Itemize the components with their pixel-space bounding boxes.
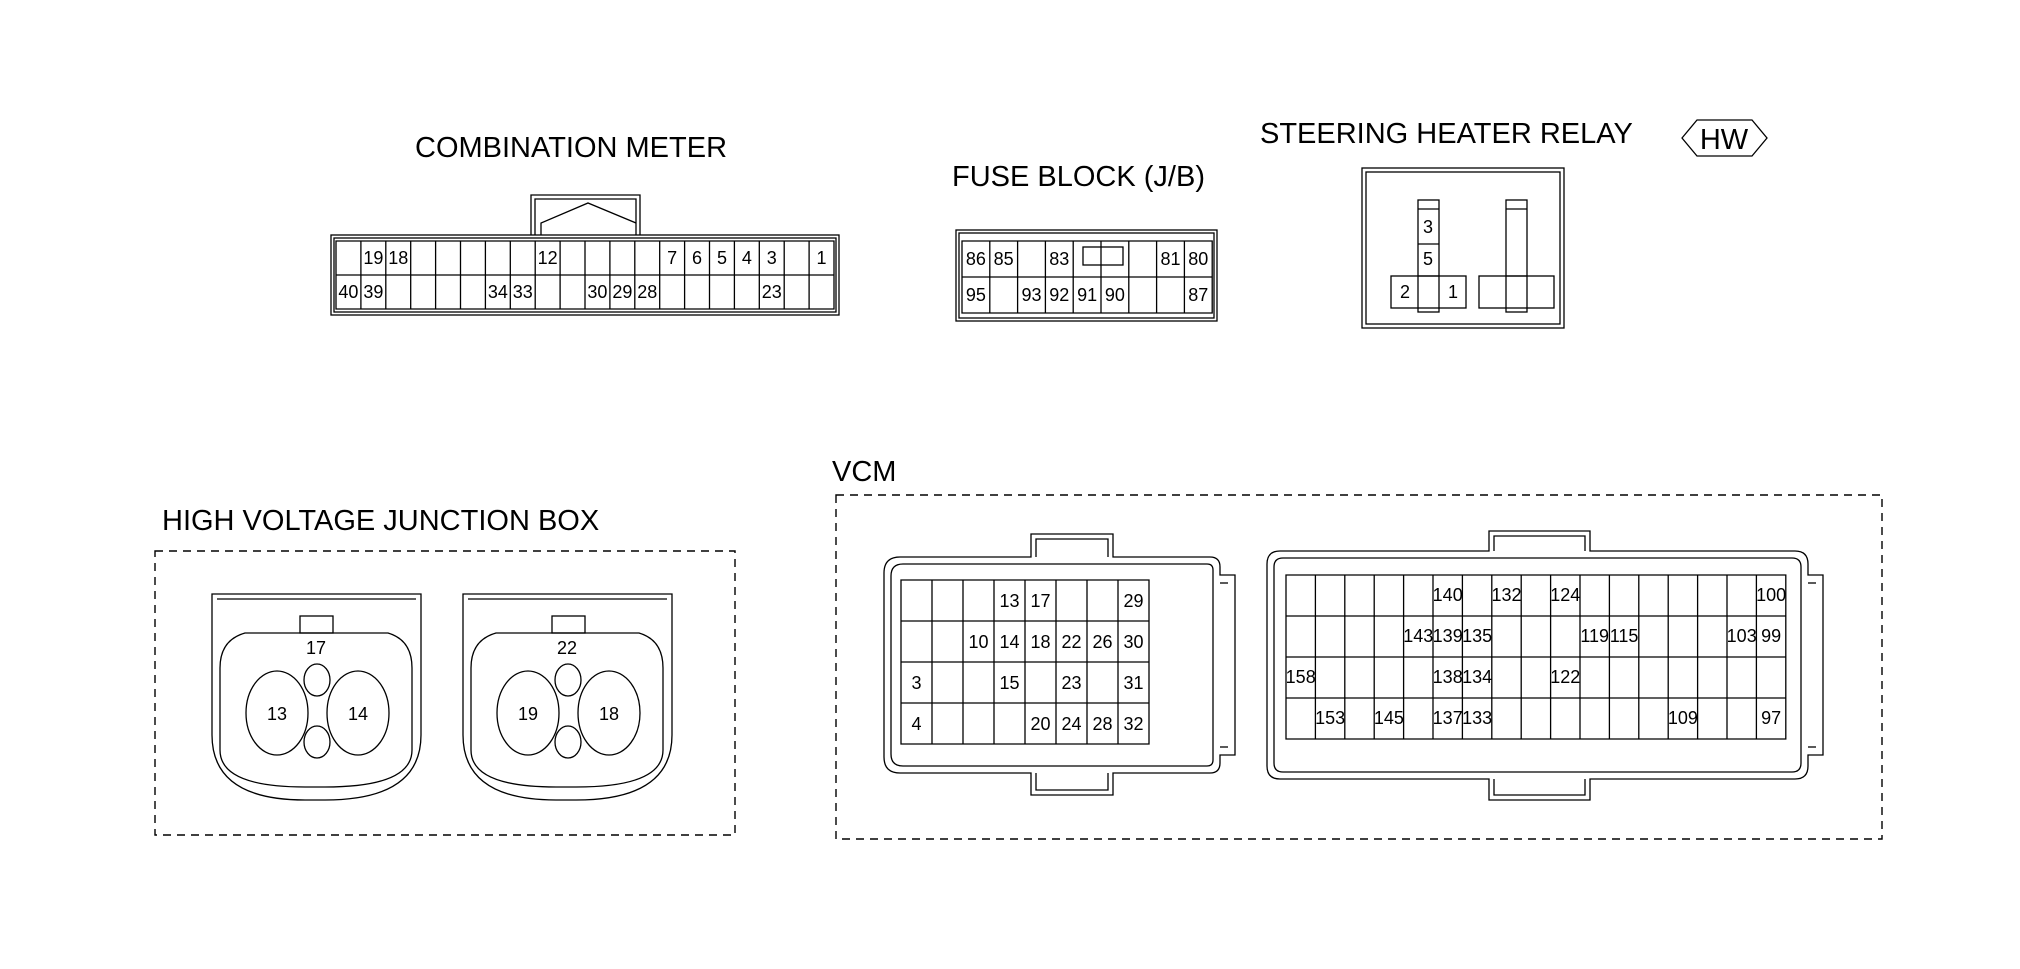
combination-meter-pin-34: 34: [488, 282, 508, 302]
hv-connector-right: 22 19 18: [462, 593, 673, 801]
hv-right-pin-left: 19: [518, 704, 538, 724]
combination-meter-title: COMBINATION METER: [415, 132, 727, 164]
vcm-a-pin-15: 15: [999, 673, 1019, 693]
relay-pin-5: 5: [1423, 249, 1433, 269]
vcm-a-pin-18: 18: [1030, 632, 1050, 652]
vcm-a-pin-30: 30: [1123, 632, 1143, 652]
combination-meter-pin-30: 30: [587, 282, 607, 302]
vcm-title: VCM: [832, 456, 896, 488]
vcm-a-pin-20: 20: [1030, 714, 1050, 734]
fuse-block-pin-87: 87: [1188, 285, 1208, 305]
vcm-b-pin-140: 140: [1433, 585, 1463, 605]
vcm-b-pin-100: 100: [1756, 585, 1786, 605]
vcm-a-pin-32: 32: [1123, 714, 1143, 734]
vcm-b-pin-119: 119: [1580, 626, 1609, 646]
vcm-a-pin-14: 14: [999, 632, 1019, 652]
combination-meter-pin-29: 29: [612, 282, 632, 302]
vcm-a-pin-29: 29: [1123, 591, 1143, 611]
hv-left-pin-top: 17: [306, 638, 326, 658]
vcm-b-pin-132: 132: [1491, 585, 1521, 605]
vcm-b-pin-97: 97: [1761, 708, 1781, 728]
vcm-a-pin-22: 22: [1061, 632, 1081, 652]
vcm-b-pin-133: 133: [1462, 708, 1492, 728]
vcm-b-pin-124: 124: [1550, 585, 1580, 605]
hv-connector-left: 17 13 14: [211, 593, 422, 801]
fuse-block-pin-95: 95: [966, 285, 986, 305]
combination-meter-pin-28: 28: [637, 282, 657, 302]
hw-badge-label: HW: [1700, 124, 1749, 156]
fuse-block-pin-91: 91: [1077, 285, 1097, 305]
combination-meter-pin-1: 1: [817, 248, 827, 268]
fuse-block-pin-80: 80: [1188, 249, 1208, 269]
vcm-a-pin-4: 4: [911, 714, 921, 734]
fuse-block-pin-85: 85: [994, 249, 1014, 269]
vcm-b-pin-135: 135: [1462, 626, 1492, 646]
vcm-b-pin-99: 99: [1761, 626, 1781, 646]
vcm-b-pin-103: 103: [1727, 626, 1757, 646]
vcm-a-pin-3: 3: [911, 673, 921, 693]
combination-meter-pin-6: 6: [692, 248, 702, 268]
vcm-b-pin-143: 143: [1403, 626, 1433, 646]
fuse-block-title: FUSE BLOCK (J/B): [952, 161, 1205, 193]
combination-meter-pin-3: 3: [767, 248, 777, 268]
vcm-b-pin-139: 139: [1433, 626, 1463, 646]
combination-meter-pin-33: 33: [513, 282, 533, 302]
vcm-a-pin-31: 31: [1123, 673, 1143, 693]
fuse-block-connector: 86 85 83 81 80 95 93 92 91 90 87: [955, 229, 1218, 322]
combination-meter-pin-5: 5: [717, 248, 727, 268]
vcm-b-pin-145: 145: [1374, 708, 1404, 728]
fuse-block-pin-83: 83: [1049, 249, 1069, 269]
combination-meter-pin-12: 12: [538, 248, 558, 268]
hv-left-pin-left: 13: [267, 704, 287, 724]
steering-heater-relay-connector: 3 5 2 1: [1361, 167, 1565, 329]
vcm-a-pin-24: 24: [1061, 714, 1081, 734]
fuse-block-key-slot: [1082, 246, 1124, 266]
hv-right-pin-top: 22: [557, 638, 577, 658]
relay-right-terminal: [1505, 199, 1528, 313]
combination-meter-pin-19: 19: [363, 248, 383, 268]
steering-heater-relay-title: STEERING HEATER RELAY: [1260, 118, 1633, 150]
fuse-block-pin-93: 93: [1021, 285, 1041, 305]
high-voltage-junction-box-title: HIGH VOLTAGE JUNCTION BOX: [162, 505, 599, 537]
hv-left-pin-right: 14: [348, 704, 368, 724]
vcm-b-pin-115: 115: [1610, 626, 1639, 646]
relay-pin-1: 1: [1448, 282, 1458, 302]
vcm-a-pin-17: 17: [1030, 591, 1050, 611]
combination-meter-pin-18: 18: [388, 248, 408, 268]
combination-meter-pin-23: 23: [762, 282, 782, 302]
vcm-a-pin-26: 26: [1092, 632, 1112, 652]
vcm-a-pin-13: 13: [999, 591, 1019, 611]
vcm-a-pin-23: 23: [1061, 673, 1081, 693]
fuse-block-pin-90: 90: [1105, 285, 1125, 305]
relay-pin-3: 3: [1423, 217, 1433, 237]
combination-meter-pin-7: 7: [667, 248, 677, 268]
fuse-block-pin-92: 92: [1049, 285, 1069, 305]
hv-right-pin-right: 18: [599, 704, 619, 724]
fuse-block-pin-81: 81: [1160, 249, 1180, 269]
vcm-b-pin-109: 109: [1668, 708, 1698, 728]
high-voltage-junction-box-outline: [154, 550, 736, 836]
vcm-b-pin-134: 134: [1462, 667, 1492, 687]
fuse-block-pin-86: 86: [966, 249, 986, 269]
vcm-a-pin-28: 28: [1092, 714, 1112, 734]
combination-meter-pin-39: 39: [363, 282, 383, 302]
combination-meter-pin-4: 4: [742, 248, 752, 268]
vcm-a-pin-10: 10: [968, 632, 988, 652]
vcm-b-pin-122: 122: [1550, 667, 1580, 687]
vcm-connector-a: 13 17 29 10 14 18 22 26 30 3 15 23 31 4 20 24 28 32: [883, 533, 1236, 796]
vcm-b-pin-137: 137: [1433, 708, 1463, 728]
combination-meter-pin-40: 40: [338, 282, 358, 302]
relay-pin-2: 2: [1400, 282, 1410, 302]
vcm-b-pin-158: 158: [1286, 667, 1316, 687]
vcm-b-pin-153: 153: [1315, 708, 1345, 728]
vcm-outline: [835, 494, 1883, 840]
relay-left-terminal: [1417, 199, 1440, 313]
vcm-b-pin-138: 138: [1433, 667, 1463, 687]
hw-badge: HW: [1681, 119, 1768, 157]
